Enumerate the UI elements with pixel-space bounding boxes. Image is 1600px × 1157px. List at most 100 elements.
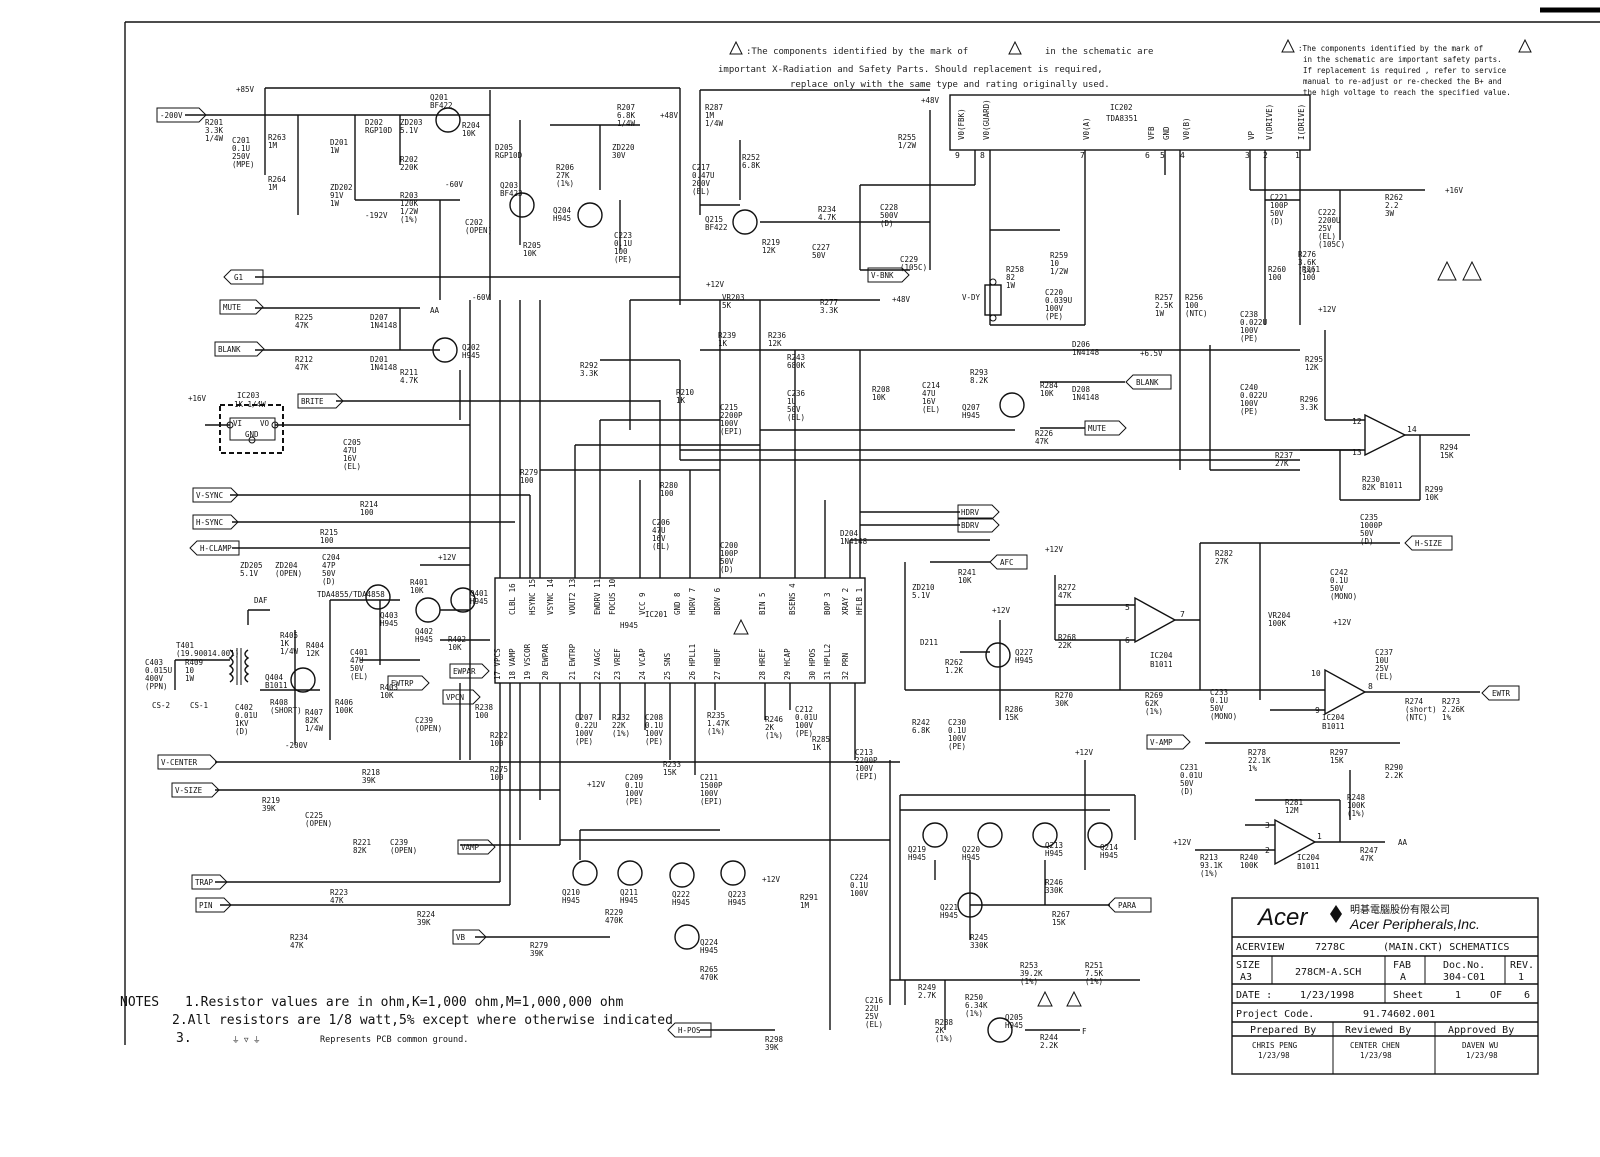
component-value: (EL) <box>1375 672 1393 681</box>
component-ref: C227 <box>812 243 830 252</box>
transistor-q214 <box>1087 822 1113 848</box>
component-ref: VR203 <box>722 293 745 302</box>
component-ref: R273 <box>1442 697 1460 706</box>
component-ref: R232 <box>612 713 630 722</box>
component-ref: ZD220 <box>612 143 635 152</box>
component-ref: R238 <box>475 703 494 712</box>
port-vsync <box>192 487 239 503</box>
component-ref: R269 <box>1145 691 1163 700</box>
component-value: RGP10D <box>495 151 523 160</box>
ic202-pin-label: V0(GUARD) <box>982 99 991 140</box>
component-value: 330K <box>970 941 989 950</box>
component-value: 100V <box>645 729 664 738</box>
component-value: (D) <box>1270 217 1284 226</box>
component-value: 250V <box>232 152 251 161</box>
port-label-vsync: V-SYNC <box>196 491 223 500</box>
component-value: 15K <box>663 768 677 777</box>
supply-label: +12V <box>762 875 781 884</box>
port-label-hsync: H-SYNC <box>196 518 223 527</box>
ic201-pin-bottom: 26 HPLL1 <box>688 644 697 680</box>
component-value: 2.5K <box>1155 301 1174 310</box>
of-label: OF <box>1490 990 1502 1001</box>
port-label-pin: PIN <box>199 901 213 910</box>
transistor-q203 <box>509 192 535 218</box>
component-ref: R286 <box>1005 705 1024 714</box>
component-value: (OPEN) <box>275 569 302 578</box>
component-value: 0.01U <box>1180 771 1203 780</box>
component-value: 1N4148 <box>1072 348 1100 357</box>
opamp-triangle <box>1324 668 1367 716</box>
component-value: 100V <box>625 789 644 798</box>
component-ref: R282 <box>1215 549 1233 558</box>
size-value: A3 <box>1240 972 1252 983</box>
pin-num: 5 <box>1125 603 1130 612</box>
ic201-pin-top: HDRV 7 <box>688 588 697 615</box>
component-value: 2.26K <box>1442 705 1465 714</box>
component-ref: R403 <box>380 683 398 692</box>
component-value: 30V <box>612 151 626 160</box>
component-ref: Q203 <box>500 181 518 190</box>
component-value: 25V <box>865 1012 879 1021</box>
component-value: 1.2K <box>945 666 964 675</box>
transistor-q213 <box>1032 822 1058 848</box>
ic202-pin-number: 9 <box>955 151 960 160</box>
component-ref: C230 <box>948 718 967 727</box>
component-value: 7.5K <box>1085 969 1104 978</box>
component-ref: Q201 <box>430 93 448 102</box>
safety-star-icon <box>1066 990 1082 1007</box>
transformer-t401 <box>228 648 250 685</box>
component-value: H945 <box>462 351 480 360</box>
component-value: 25V <box>1318 224 1332 233</box>
port-label-para: PARA <box>1118 901 1137 910</box>
component-value: 30K <box>1055 699 1069 708</box>
component-ref: C237 <box>1375 648 1393 657</box>
notice-left-line1b: in the schematic are <box>1045 47 1153 57</box>
component-value: 1M <box>268 183 278 192</box>
component-ref: R406 <box>335 698 354 707</box>
safety-notice-right: :The components identified by the mark o… <box>1281 38 1532 97</box>
port-vb <box>452 929 487 945</box>
transistor-q401 <box>450 587 476 613</box>
component-value: 0.1U <box>850 881 868 890</box>
component-value: 93.1K <box>1200 861 1223 870</box>
component-value: 100V <box>700 789 719 798</box>
component-value: H945 <box>380 619 398 628</box>
component-value: 100 <box>490 773 504 782</box>
component-ref: R230 <box>1362 475 1381 484</box>
component-value: 500V <box>880 211 899 220</box>
component-value: 10K <box>410 586 424 595</box>
component-ref: ZD202 <box>330 183 353 192</box>
component-value: 0.1U <box>1330 576 1348 585</box>
component-value: 25V <box>1375 664 1389 673</box>
notice-right-line1: :The components identified by the mark o… <box>1298 44 1483 53</box>
port-vcenter <box>157 754 218 770</box>
ic202-part: TDA8351 <box>1106 114 1138 123</box>
component-value: 47K <box>290 941 304 950</box>
component-value: 470K <box>700 973 719 982</box>
component-ref: Q205 <box>1005 1013 1023 1022</box>
component-ref: R276 <box>1298 250 1317 259</box>
component-ref: R251 <box>1085 961 1103 970</box>
component-ref: R279 <box>520 468 538 477</box>
component-value: 2200U <box>1318 216 1341 225</box>
component-ref: R244 <box>1040 1033 1059 1042</box>
component-value: (1%) <box>612 729 630 738</box>
component-value: (OPEN) <box>465 226 492 235</box>
ic203-gnd: GND <box>245 430 259 439</box>
component-ref: C212 <box>795 705 813 714</box>
supply-label: TDA4855/TDA4858 <box>317 590 385 599</box>
component-value: (short) <box>1405 705 1437 714</box>
transistor-q402 <box>415 597 441 623</box>
component-value: 12M <box>1285 806 1299 815</box>
company-name: Acer Peripherals,Inc. <box>1349 916 1480 932</box>
component-value: 2K <box>765 723 775 732</box>
component-value: (MPE) <box>232 160 255 169</box>
component-ref: R202 <box>400 155 418 164</box>
component-value: 91V <box>330 191 344 200</box>
component-value: (NTC) <box>1405 713 1428 722</box>
opamp-ic204-b: 5 6 7 IC204 B1011 <box>1125 596 1185 669</box>
component-ref: R233 <box>663 760 681 769</box>
component-ref: Q401 <box>470 589 488 598</box>
component-ref: R208 <box>872 385 891 394</box>
